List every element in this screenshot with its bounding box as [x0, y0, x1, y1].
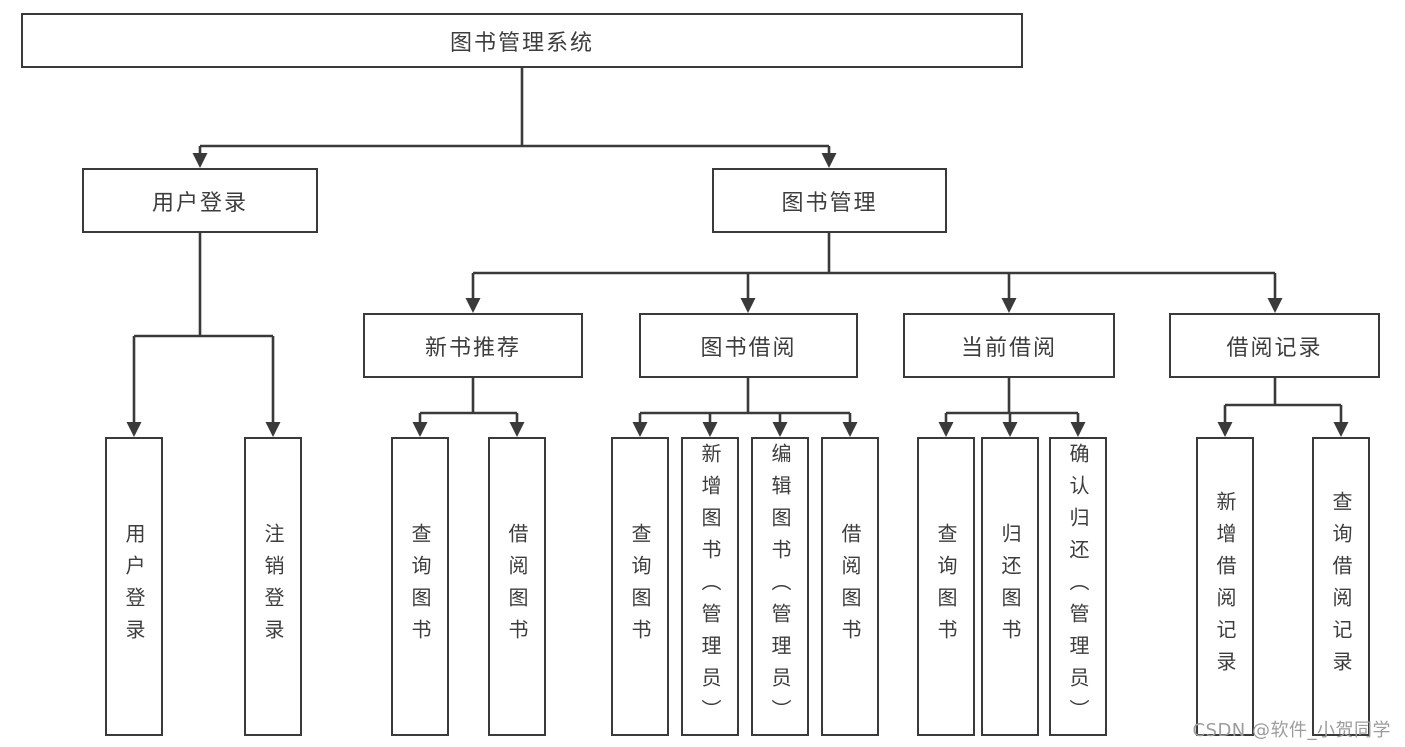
connector-new-book-rec-children [412, 378, 525, 437]
leaf-label: 确认归还（管理员） [1066, 442, 1090, 731]
leaf-label: 编辑图书（管理员） [768, 442, 792, 731]
node-leaf-borrow-books-2: 借阅图书 [821, 437, 879, 736]
node-leaf-confirm-return-admin: 确认归还（管理员） [1049, 437, 1107, 736]
connector-user-login-children [126, 233, 281, 437]
csdn-watermark: CSDN @软件_小贺同学 [1192, 720, 1391, 741]
connector-current-borrow-children [938, 378, 1086, 437]
node-leaf-borrow-books-1: 借阅图书 [488, 437, 546, 736]
leaf-label: 用户登录 [122, 522, 146, 651]
node-borrow-records: 借阅记录 [1169, 313, 1380, 378]
node-leaf-query-books-1: 查询图书 [391, 437, 449, 736]
leaf-label: 查询图书 [628, 522, 652, 651]
node-leaf-logout: 注销登录 [244, 437, 302, 736]
connector-root-to-level2 [192, 68, 837, 168]
node-library-system: 图书管理系统 [21, 13, 1023, 68]
leaf-label: 借阅图书 [838, 522, 862, 651]
node-leaf-query-books-2: 查询图书 [611, 437, 669, 736]
leaf-label: 注销登录 [261, 522, 285, 651]
leaf-label: 新增借阅记录 [1213, 490, 1237, 683]
node-leaf-user-login: 用户登录 [105, 437, 163, 736]
node-leaf-return-books: 归还图书 [981, 437, 1039, 736]
leaf-label: 归还图书 [998, 522, 1022, 651]
leaf-label: 查询图书 [408, 522, 432, 651]
node-book-borrow: 图书借阅 [639, 313, 858, 378]
leaf-label: 借阅图书 [505, 522, 529, 651]
connector-book-borrow-children [632, 378, 858, 437]
leaf-label: 新增图书（管理员） [698, 442, 722, 731]
connector-book-mgmt-children [465, 233, 1283, 313]
node-leaf-query-books-3: 查询图书 [917, 437, 975, 736]
node-leaf-add-borrow-record: 新增借阅记录 [1196, 437, 1254, 736]
connector-borrow-records-children [1217, 378, 1349, 437]
node-book-management: 图书管理 [712, 168, 947, 233]
leaf-label: 查询借阅记录 [1329, 490, 1353, 683]
node-leaf-edit-books-admin: 编辑图书（管理员） [751, 437, 809, 736]
node-leaf-add-books-admin: 新增图书（管理员） [681, 437, 739, 736]
node-current-borrow: 当前借阅 [903, 313, 1115, 378]
leaf-label: 查询图书 [934, 522, 958, 651]
node-user-login: 用户登录 [82, 168, 318, 233]
node-new-book-recommend: 新书推荐 [363, 313, 583, 378]
node-leaf-query-borrow-record: 查询借阅记录 [1312, 437, 1370, 736]
